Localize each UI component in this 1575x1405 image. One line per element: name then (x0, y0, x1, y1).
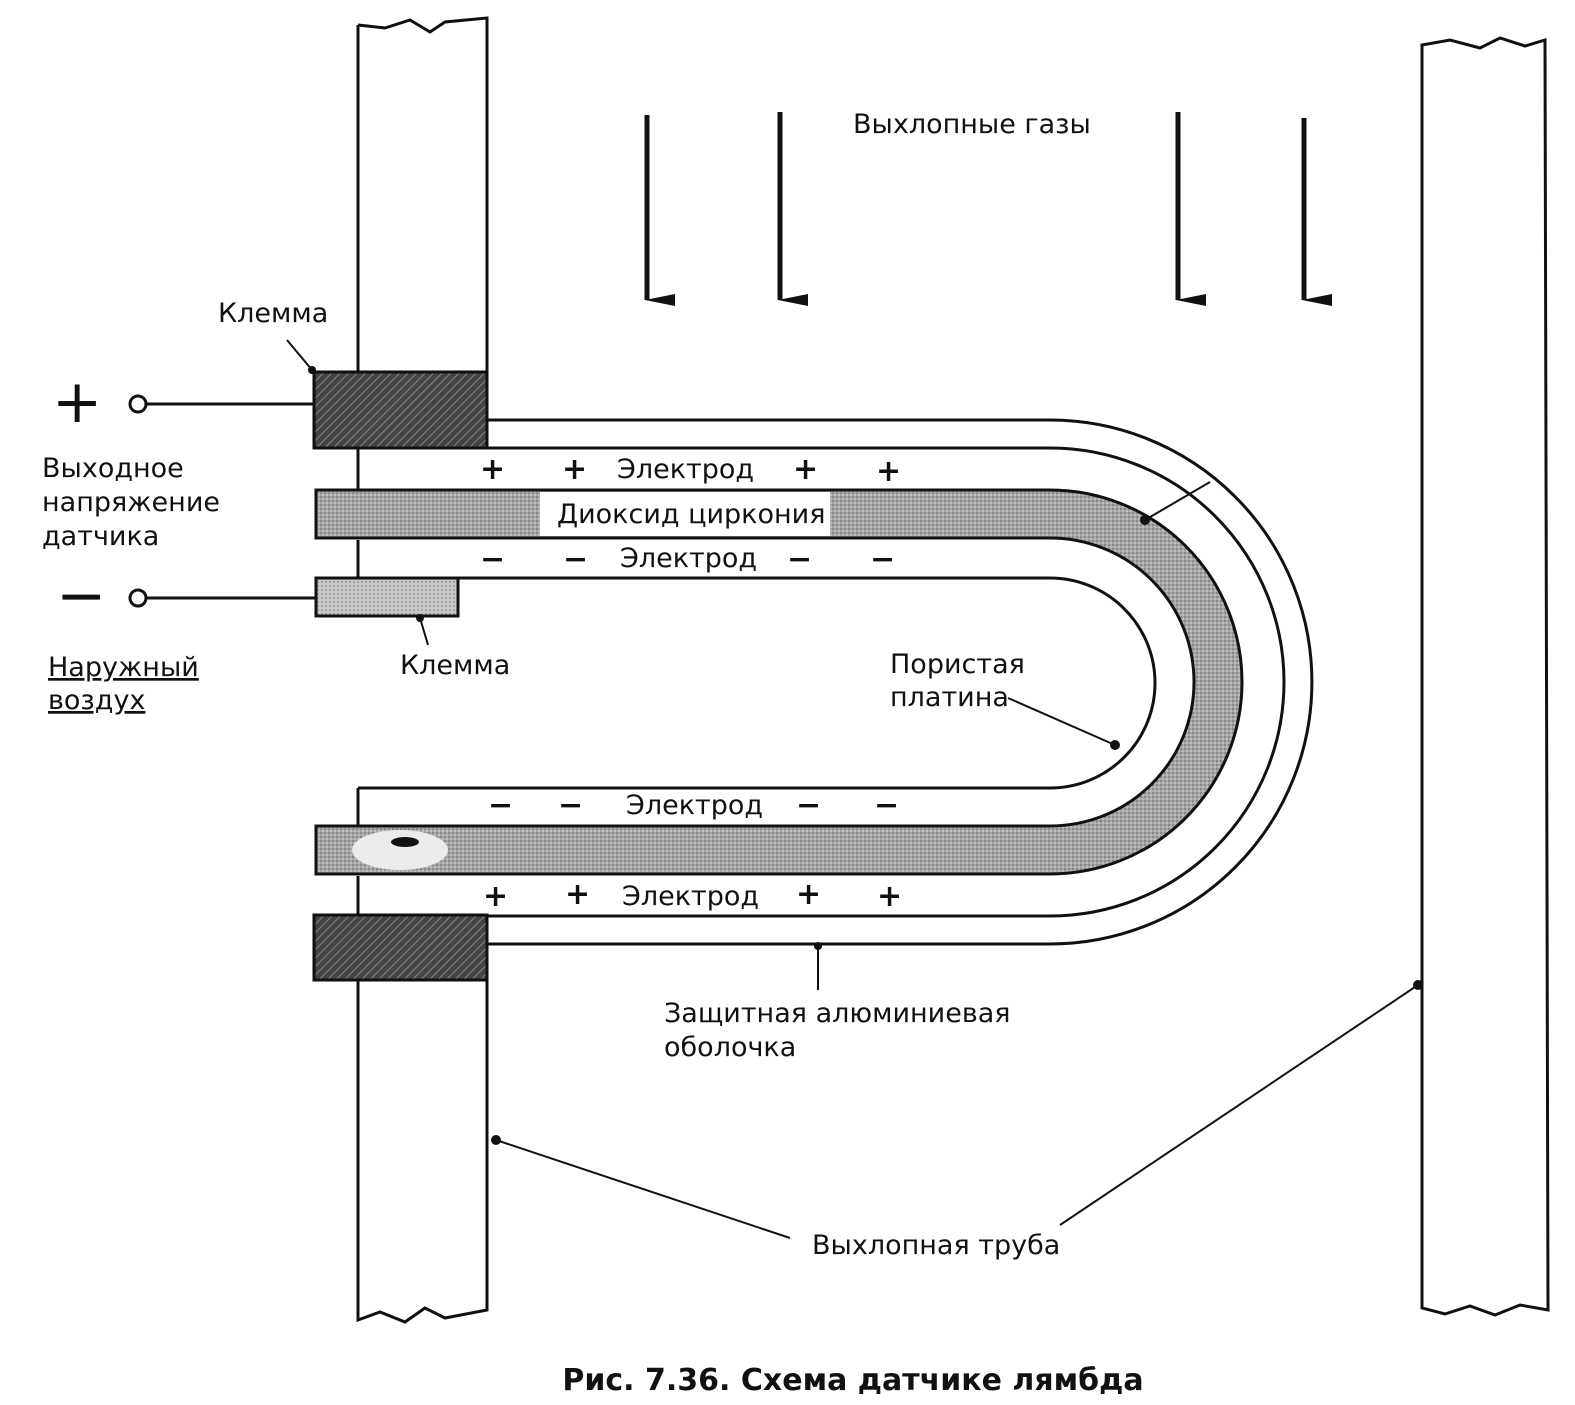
zirconia-label: Диоксид циркония (557, 499, 825, 530)
outside-air-line-1: Наружный (48, 652, 199, 683)
protective-shell-outer (487, 418, 1314, 946)
porous-platinum-line-2: платина (890, 682, 1009, 713)
minus-sign: − (870, 542, 895, 577)
outside-air-line-2: воздух (48, 685, 145, 716)
minus-sign-output: − (56, 561, 106, 631)
minus-sign: − (488, 788, 513, 823)
output-voltage-line-1: Выходное (42, 453, 184, 484)
shield-line-1: Защитная алюминиевая (664, 998, 1011, 1029)
outer-electrode-boundary (358, 446, 1286, 918)
terminal-inner-block (314, 576, 460, 618)
minus-sign: − (480, 542, 505, 577)
minus-sign: − (787, 542, 812, 577)
terminal-bottom-block (312, 913, 489, 982)
zirconia-dark-mark (391, 837, 419, 847)
electrode-outer-bottom-label: Электрод (622, 881, 759, 912)
zirconia-light-spot (352, 830, 448, 870)
shield-line-2: оболочка (664, 1032, 796, 1063)
exhaust-flow-arrows (644, 112, 1332, 306)
figure-caption: Рис. 7.36. Схема датчике лямбда (562, 1363, 1143, 1398)
plus-sign: + (796, 877, 821, 912)
plus-sign: + (877, 879, 902, 914)
minus-sign: − (563, 542, 588, 577)
minus-sign: − (558, 788, 583, 823)
porous-platinum-line-1: Пористая (890, 649, 1025, 680)
output-voltage-line-2: напряжение (42, 487, 220, 518)
output-voltage-line-3: датчика (42, 521, 159, 552)
plus-sign: + (480, 452, 505, 487)
plus-sign: + (876, 454, 901, 489)
minus-sign: − (796, 788, 821, 823)
inner-electrode-boundary (358, 576, 1157, 790)
terminal-bottom-label: Клемма (400, 650, 510, 681)
plus-sign: + (793, 452, 818, 487)
exhaust-pipe-right-wall (1420, 36, 1550, 1317)
electrode-outer-top-label: Электрод (617, 454, 754, 485)
plus-sign-output: + (52, 367, 102, 437)
plus-sign: + (565, 877, 590, 912)
terminal-top-block (312, 370, 489, 450)
electrode-inner-bottom-label: Электрод (626, 790, 763, 821)
zirconia-label-box (540, 492, 830, 536)
electrode-inner-top-label: Электрод (620, 543, 757, 574)
minus-sign: − (874, 788, 899, 823)
output-wires (128, 394, 316, 608)
plus-sign: + (562, 452, 587, 487)
leader-lines (286, 339, 1423, 1239)
exhaust-gases-label: Выхлопные газы (853, 109, 1091, 140)
zirconia-layer (314, 488, 1244, 876)
plus-sign: + (483, 879, 508, 914)
exhaust-pipe-label: Выхлопная труба (812, 1230, 1060, 1261)
exhaust-pipe-left-wall (356, 16, 489, 1324)
terminal-top-label: Клемма (218, 298, 328, 329)
